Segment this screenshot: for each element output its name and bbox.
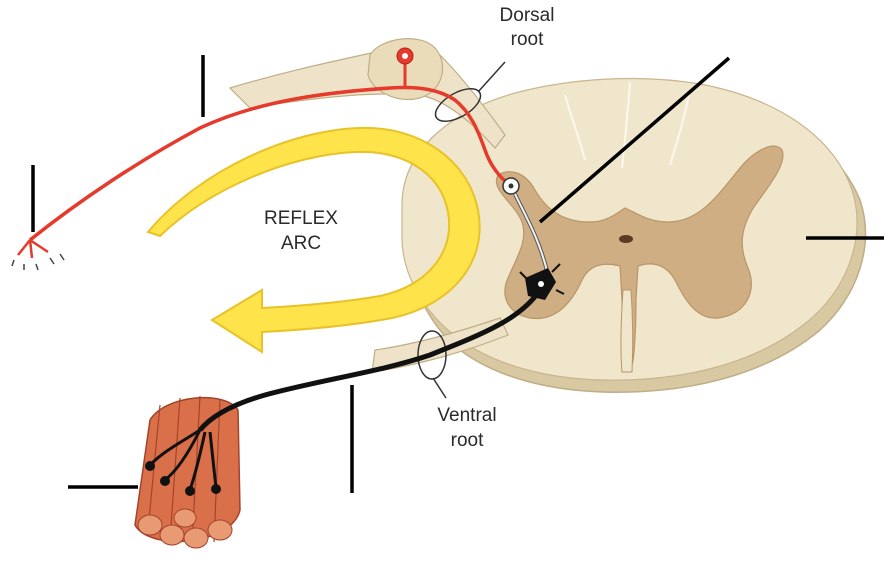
motor-endplate	[145, 461, 155, 471]
muscle-fiber-end	[184, 528, 208, 548]
dorsal-root-label-line2: root	[511, 29, 544, 50]
sensory-nucleus	[402, 53, 408, 59]
dorsal-root-pointer	[478, 62, 505, 92]
motor-endplate	[160, 476, 170, 486]
muscle-fiber-end	[160, 525, 184, 545]
receptor-branch	[18, 240, 30, 255]
central-canal	[619, 235, 633, 243]
reflex-arc-label-line1: REFLEX	[264, 208, 338, 229]
muscle-fiber-end	[208, 520, 232, 540]
motor-endplate	[185, 486, 195, 496]
receptor-branch	[30, 240, 48, 252]
reflex-arc-label-line2: ARC	[281, 233, 321, 254]
ventral-root-label-line1: Ventral	[437, 405, 496, 426]
muscle-effector	[135, 396, 240, 548]
motor-nucleus	[538, 281, 544, 287]
muscle-fiber-end	[174, 509, 196, 527]
ventral-median-fissure	[621, 290, 633, 372]
interneuron-nucleus	[509, 184, 514, 189]
muscle-fiber-end	[138, 515, 162, 535]
motor-endplate	[211, 484, 221, 494]
receptor-endings	[12, 254, 64, 270]
ventral-root-pointer	[433, 378, 446, 398]
dorsal-root-label-line1: Dorsal	[500, 5, 555, 26]
ventral-root-label-line2: root	[451, 430, 484, 451]
receptor-branch	[30, 240, 32, 258]
